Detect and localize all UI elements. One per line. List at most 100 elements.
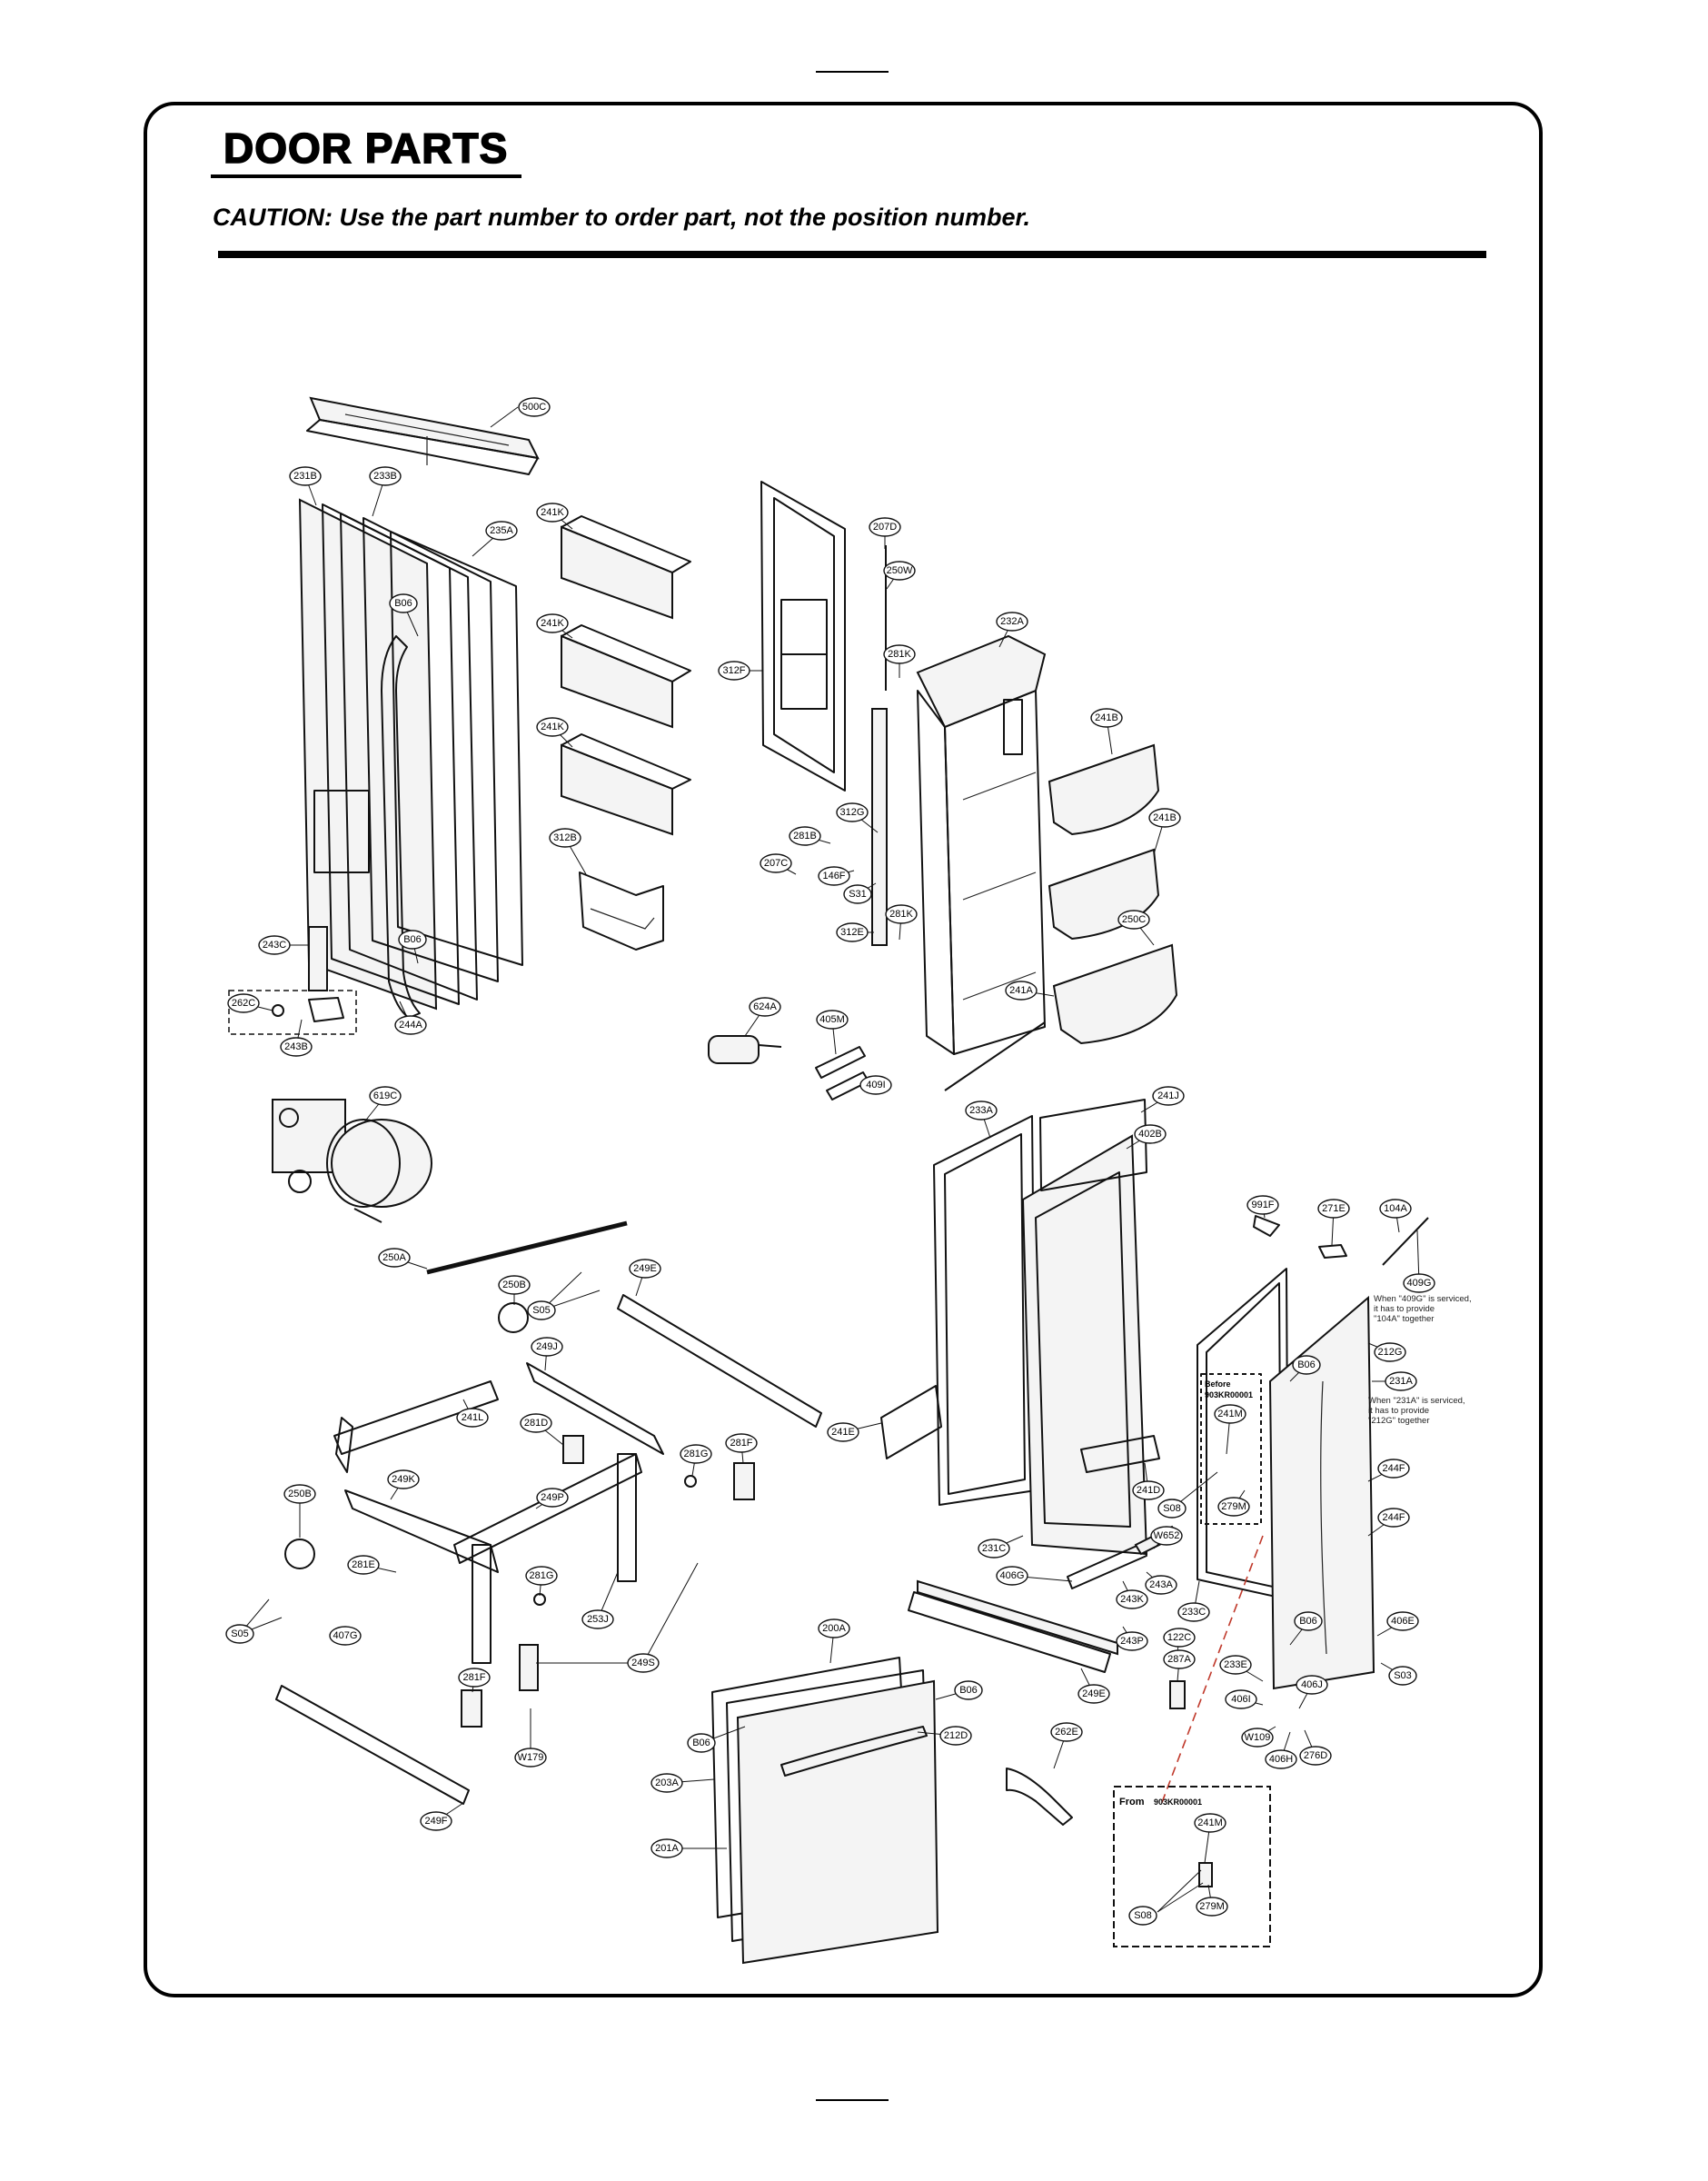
- callout-B06-1: B06: [389, 593, 419, 637]
- svg-text:241J: 241J: [1157, 1090, 1179, 1101]
- svg-text:250B: 250B: [288, 1489, 312, 1499]
- callout-279M-1: 279M: [1217, 1489, 1250, 1517]
- svg-text:233E: 233E: [1224, 1659, 1247, 1670]
- callout-249E-2: 249E: [1077, 1668, 1110, 1704]
- svg-text:233A: 233A: [969, 1105, 993, 1116]
- callout-B06-4: B06: [1289, 1611, 1323, 1646]
- svg-text:232A: 232A: [1000, 616, 1024, 627]
- callout-241M-1: 241M: [1214, 1404, 1246, 1455]
- svg-text:281K: 281K: [889, 909, 913, 920]
- svg-text:241A: 241A: [1009, 985, 1033, 996]
- svg-text:241K: 241K: [541, 618, 564, 629]
- dispenser-housing-drawing: [916, 634, 1047, 1091]
- svg-text:312E: 312E: [840, 927, 864, 938]
- callout-279M-2: 279M: [1196, 1884, 1228, 1917]
- callout-249K: 249K: [387, 1469, 420, 1500]
- callout-281K-1: 281K: [883, 644, 916, 678]
- outer-door-drawing: [1134, 1215, 1429, 1690]
- svg-text:406G: 406G: [1000, 1570, 1025, 1581]
- svg-text:104A: 104A: [1384, 1203, 1407, 1214]
- callout-243B: 243B: [280, 1019, 313, 1057]
- svg-text:S08: S08: [1134, 1910, 1152, 1921]
- svg-text:409G: 409G: [1407, 1278, 1432, 1289]
- note-231a-line-3: "212G" together: [1368, 1416, 1429, 1426]
- inset-from: From 903KR00001: [1113, 1786, 1271, 1947]
- callout-406E: 406E: [1376, 1611, 1419, 1637]
- note-409g-line-2: it has to provide: [1374, 1304, 1435, 1314]
- svg-text:409I: 409I: [866, 1080, 885, 1090]
- title-underline: [211, 174, 521, 178]
- callout-B06-2: B06: [398, 930, 427, 964]
- callout-241M-2: 241M: [1194, 1813, 1226, 1864]
- svg-text:406I: 406I: [1231, 1694, 1250, 1705]
- inset-from-serial: 903KR00001: [1154, 1798, 1202, 1807]
- callout-402B: 402B: [1126, 1124, 1167, 1150]
- callout-W179: W179: [514, 1708, 547, 1768]
- callout-281F-2: 281F: [458, 1668, 491, 1693]
- callout-231C: 231C: [978, 1535, 1024, 1559]
- callout-250W: 250W: [883, 561, 916, 590]
- callout-281G-2: 281G: [525, 1566, 558, 1597]
- callout-249J: 249J: [531, 1337, 563, 1371]
- svg-text:B06: B06: [692, 1738, 710, 1748]
- callout-233C: 233C: [1177, 1580, 1210, 1622]
- svg-text:241M: 241M: [1197, 1818, 1223, 1828]
- svg-text:235A: 235A: [490, 525, 513, 536]
- svg-text:S31: S31: [849, 889, 867, 900]
- callout-B06-5: B06: [935, 1680, 983, 1700]
- callout-S03: S03: [1380, 1662, 1417, 1686]
- svg-text:231A: 231A: [1389, 1376, 1413, 1387]
- svg-text:233C: 233C: [1182, 1607, 1206, 1618]
- svg-text:207D: 207D: [873, 522, 897, 533]
- callout-241E: 241E: [827, 1422, 882, 1442]
- callout-241K-1: 241K: [536, 503, 573, 530]
- inner-door-drawing: [880, 1099, 1160, 1589]
- callout-201A: 201A: [650, 1838, 727, 1858]
- callout-S08-1: S08: [1157, 1471, 1218, 1519]
- door-panel-drawing: [298, 498, 523, 1019]
- svg-text:281K: 281K: [888, 649, 911, 660]
- svg-text:122C: 122C: [1167, 1632, 1191, 1643]
- callout-249E-1: 249E: [629, 1259, 661, 1297]
- callout-243P: 243P: [1116, 1626, 1148, 1651]
- callout-276D: 276D: [1299, 1729, 1332, 1766]
- diagram-frame: [144, 102, 1543, 1997]
- svg-text:233B: 233B: [373, 471, 397, 482]
- callout-241B-2: 241B: [1148, 808, 1181, 855]
- svg-text:405M: 405M: [819, 1014, 845, 1025]
- svg-text:212G: 212G: [1378, 1347, 1403, 1358]
- svg-text:619C: 619C: [373, 1090, 397, 1101]
- svg-text:250C: 250C: [1122, 914, 1146, 925]
- svg-text:287A: 287A: [1167, 1654, 1191, 1665]
- callout-250B-2: 250B: [283, 1484, 316, 1538]
- callout-241B-1: 241B: [1090, 708, 1123, 755]
- svg-text:S08: S08: [1163, 1503, 1181, 1514]
- callout-250C: 250C: [1117, 910, 1155, 946]
- svg-text:249E: 249E: [1082, 1688, 1106, 1699]
- svg-text:281G: 281G: [684, 1449, 709, 1459]
- door-bins-drawing: [561, 515, 691, 951]
- svg-text:231B: 231B: [293, 471, 317, 482]
- svg-text:241D: 241D: [1137, 1485, 1160, 1496]
- page-bottom-rule: [816, 2099, 889, 2101]
- svg-text:243P: 243P: [1120, 1636, 1144, 1647]
- svg-text:212D: 212D: [944, 1730, 968, 1741]
- svg-text:244F: 244F: [1382, 1463, 1405, 1474]
- svg-text:262E: 262E: [1055, 1727, 1078, 1738]
- svg-text:243B: 243B: [284, 1041, 308, 1052]
- svg-text:249K: 249K: [392, 1474, 415, 1485]
- callout-249S: 249S: [536, 1562, 699, 1673]
- callout-619C: 619C: [362, 1086, 402, 1124]
- svg-text:500C: 500C: [522, 402, 546, 413]
- callout-281F-1: 281F: [725, 1433, 758, 1464]
- callout-287A: 287A: [1163, 1649, 1196, 1682]
- svg-text:279M: 279M: [1199, 1901, 1225, 1912]
- callout-232A: 232A: [996, 612, 1028, 648]
- svg-text:276D: 276D: [1304, 1750, 1327, 1761]
- callout-241K-2: 241K: [536, 613, 573, 639]
- callout-235A: 235A: [472, 521, 518, 557]
- svg-text:B06: B06: [1299, 1616, 1317, 1627]
- callout-500C: 500C: [490, 397, 551, 428]
- note-231a-line-1: When "231A" is serviced,: [1368, 1396, 1465, 1406]
- inset-before-serial: 903KR00001: [1205, 1390, 1253, 1399]
